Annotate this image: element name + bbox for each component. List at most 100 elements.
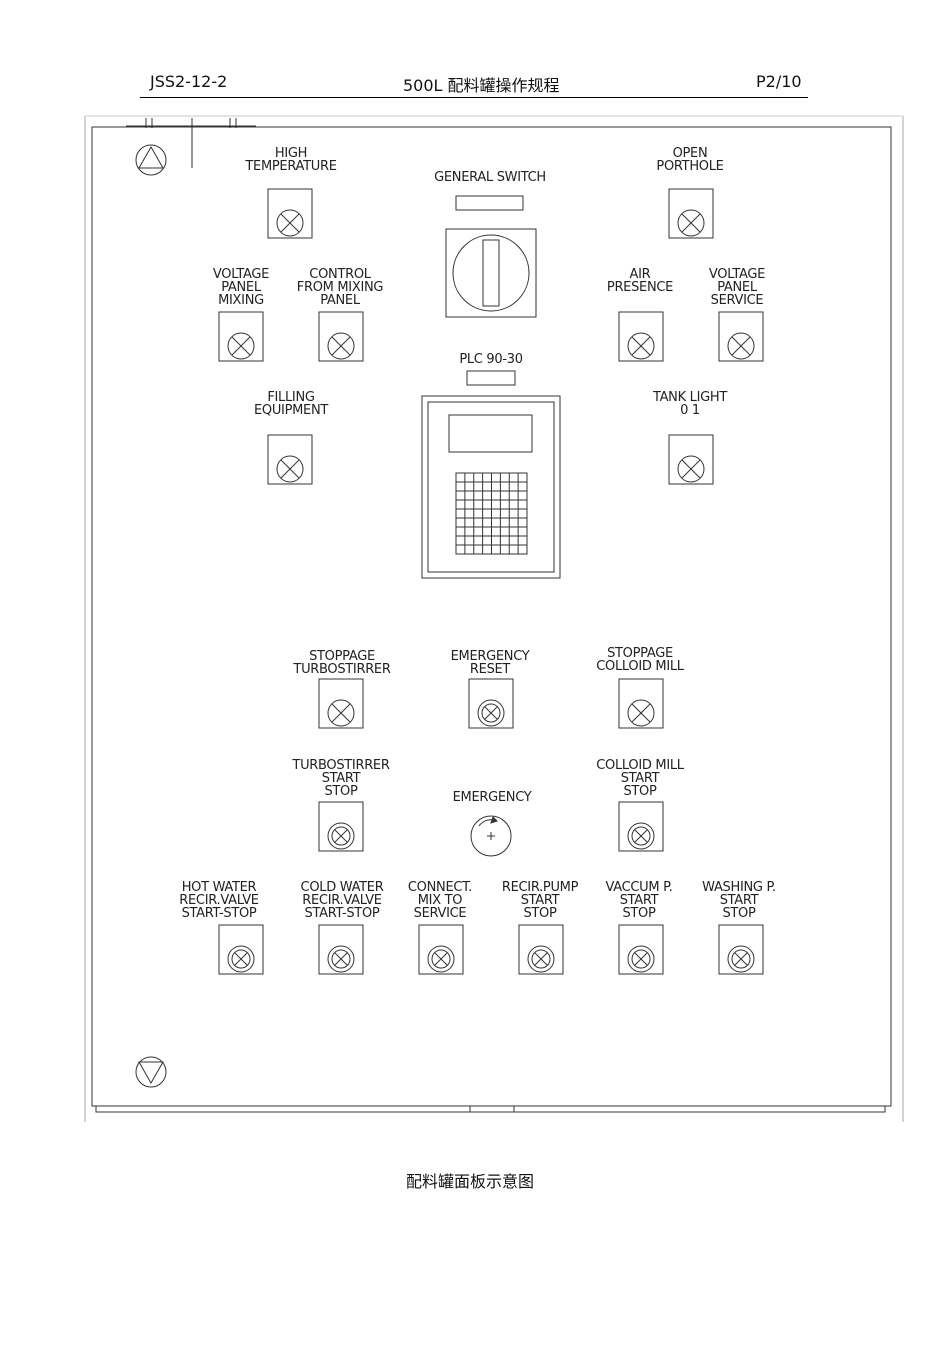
vaccum-p-start-stop-indicator[interactable] — [618, 924, 664, 975]
vaccum-p-start-stop-lamp[interactable] — [627, 945, 655, 973]
label-emergency-reset: EMERGENCY RESET — [450, 649, 530, 677]
turbostirrer-start-stop-housing — [318, 801, 364, 852]
control-from-mixing-panel-indicator[interactable] — [318, 311, 364, 362]
emergency-reset-lamp[interactable] — [477, 699, 505, 727]
high-temperature-cross-b — [280, 213, 300, 233]
connect-mix-to-service-housing — [418, 924, 464, 975]
tank-light-indicator[interactable] — [668, 434, 714, 485]
label-filling-equipment: FILLING EQUIPMENT — [253, 390, 329, 418]
label-tank-light: TANK LIGHT 0 1 — [652, 390, 728, 418]
hot-water-recir-valve-lamp[interactable] — [227, 945, 255, 973]
high-temperature-lamp[interactable] — [276, 209, 304, 237]
stoppage-turbostirrer-cross-b — [331, 703, 351, 723]
doc-title: 500L 配料罐操作规程 — [403, 76, 560, 95]
voltage-panel-service-cross-b — [731, 336, 751, 356]
air-presence-lamp[interactable] — [627, 332, 655, 360]
tank-light-housing — [668, 434, 714, 485]
hot-water-recir-valve-housing — [218, 924, 264, 975]
label-cold-water-recir-valve: COLD WATER RECIR.VALVE START-STOP — [300, 880, 384, 921]
label-stoppage-turbostirrer: STOPPAGE TURBOSTIRRER — [293, 649, 391, 677]
vaccum-p-start-stop-cross-b — [634, 952, 648, 966]
down-triangle-icon — [138, 1061, 164, 1085]
recir-pump-start-stop-indicator[interactable] — [518, 924, 564, 975]
stoppage-colloid-mill-indicator[interactable] — [618, 678, 664, 729]
cold-water-recir-valve-indicator[interactable] — [318, 924, 364, 975]
connect-mix-to-service-lamp[interactable] — [427, 945, 455, 973]
emergency-button[interactable] — [470, 815, 512, 857]
emergency-reset-cross-b — [484, 706, 498, 720]
recir-pump-start-stop-inner-ring — [531, 949, 551, 969]
label-turbostirrer-start-stop: TURBOSTIRRER START STOP — [292, 758, 390, 799]
label-air-presence: AIR PRESENCE — [606, 267, 674, 295]
connect-mix-to-service-inner-ring — [431, 949, 451, 969]
filling-equipment-lamp[interactable] — [276, 455, 304, 483]
emergency-reset-housing — [468, 678, 514, 729]
turbostirrer-start-stop-lamp[interactable] — [327, 822, 355, 850]
tank-light-lamp[interactable] — [677, 455, 705, 483]
control-from-mixing-panel-lamp[interactable] — [327, 332, 355, 360]
filling-equipment-cross-b — [280, 459, 300, 479]
general-switch-handle[interactable] — [482, 239, 500, 307]
connect-mix-to-service-indicator[interactable] — [418, 924, 464, 975]
filling-equipment-indicator[interactable] — [267, 434, 313, 485]
page-number: P2/10 — [756, 72, 802, 91]
voltage-panel-service-lamp[interactable] — [727, 332, 755, 360]
washing-p-start-stop-lamp[interactable] — [727, 945, 755, 973]
panel-base-strip — [95, 1105, 886, 1113]
air-presence-indicator[interactable] — [618, 311, 664, 362]
up-triangle-icon — [138, 145, 164, 169]
turbostirrer-start-stop-indicator[interactable] — [318, 801, 364, 852]
label-colloid-mill-start-stop: COLLOID MILL START STOP — [596, 758, 684, 799]
vaccum-p-start-stop-inner-ring — [631, 949, 651, 969]
label-control-from-mixing-panel: CONTROL FROM MIXING PANEL — [296, 267, 384, 308]
down-arrow-circle-icon — [135, 1056, 167, 1088]
doc-code: JSS2-12-2 — [150, 72, 228, 91]
colloid-mill-start-stop-lamp[interactable] — [627, 822, 655, 850]
colloid-mill-start-stop-inner-ring — [631, 826, 651, 846]
plc-label: PLC 90-30 — [459, 352, 523, 367]
cold-water-recir-valve-lamp[interactable] — [327, 945, 355, 973]
voltage-panel-service-indicator[interactable] — [718, 311, 764, 362]
stoppage-turbostirrer-housing — [318, 678, 364, 729]
stoppage-turbostirrer-indicator[interactable] — [318, 678, 364, 729]
high-temperature-indicator[interactable] — [267, 188, 313, 239]
general-switch-housing — [445, 228, 537, 318]
colloid-mill-start-stop-housing — [618, 801, 664, 852]
label-voltage-panel-mixing: VOLTAGE PANEL MIXING — [212, 267, 270, 308]
air-presence-cross-b — [631, 336, 651, 356]
voltage-panel-mixing-lamp[interactable] — [227, 332, 255, 360]
voltage-panel-mixing-cross-b — [231, 336, 251, 356]
general-switch-knob[interactable] — [452, 234, 530, 312]
label-stoppage-colloid-mill: STOPPAGE COLLOID MILL — [596, 646, 684, 674]
recir-pump-start-stop-housing — [518, 924, 564, 975]
washing-p-start-stop-housing — [718, 924, 764, 975]
plc-keypad[interactable] — [455, 472, 528, 555]
filling-equipment-housing — [267, 434, 313, 485]
control-from-mixing-panel-cross-b — [331, 336, 351, 356]
stoppage-colloid-mill-lamp[interactable] — [627, 699, 655, 727]
stoppage-colloid-mill-housing — [618, 678, 664, 729]
turbostirrer-start-stop-cross-b — [334, 829, 348, 843]
label-high-temperature: HIGH TEMPERATURE — [245, 146, 337, 174]
recir-pump-start-stop-lamp[interactable] — [527, 945, 555, 973]
washing-p-start-stop-indicator[interactable] — [718, 924, 764, 975]
plc-housing — [421, 395, 561, 579]
general-switch-nameplate — [455, 195, 524, 211]
header-rule — [140, 97, 808, 98]
colloid-mill-start-stop-indicator[interactable] — [618, 801, 664, 852]
high-temperature-housing — [267, 188, 313, 239]
stoppage-turbostirrer-lamp[interactable] — [327, 699, 355, 727]
hot-water-recir-valve-indicator[interactable] — [218, 924, 264, 975]
cold-water-recir-valve-inner-ring — [331, 949, 351, 969]
emergency-reset-indicator[interactable] — [468, 678, 514, 729]
open-porthole-indicator[interactable] — [668, 188, 714, 239]
washing-p-start-stop-cross-b — [734, 952, 748, 966]
voltage-panel-mixing-indicator[interactable] — [218, 311, 264, 362]
open-porthole-cross-b — [681, 213, 701, 233]
plc-display — [448, 414, 533, 453]
label-hot-water-recir-valve: HOT WATER RECIR.VALVE START-STOP — [179, 880, 259, 921]
open-porthole-housing — [668, 188, 714, 239]
control-from-mixing-panel-housing — [318, 311, 364, 362]
open-porthole-lamp[interactable] — [677, 209, 705, 237]
